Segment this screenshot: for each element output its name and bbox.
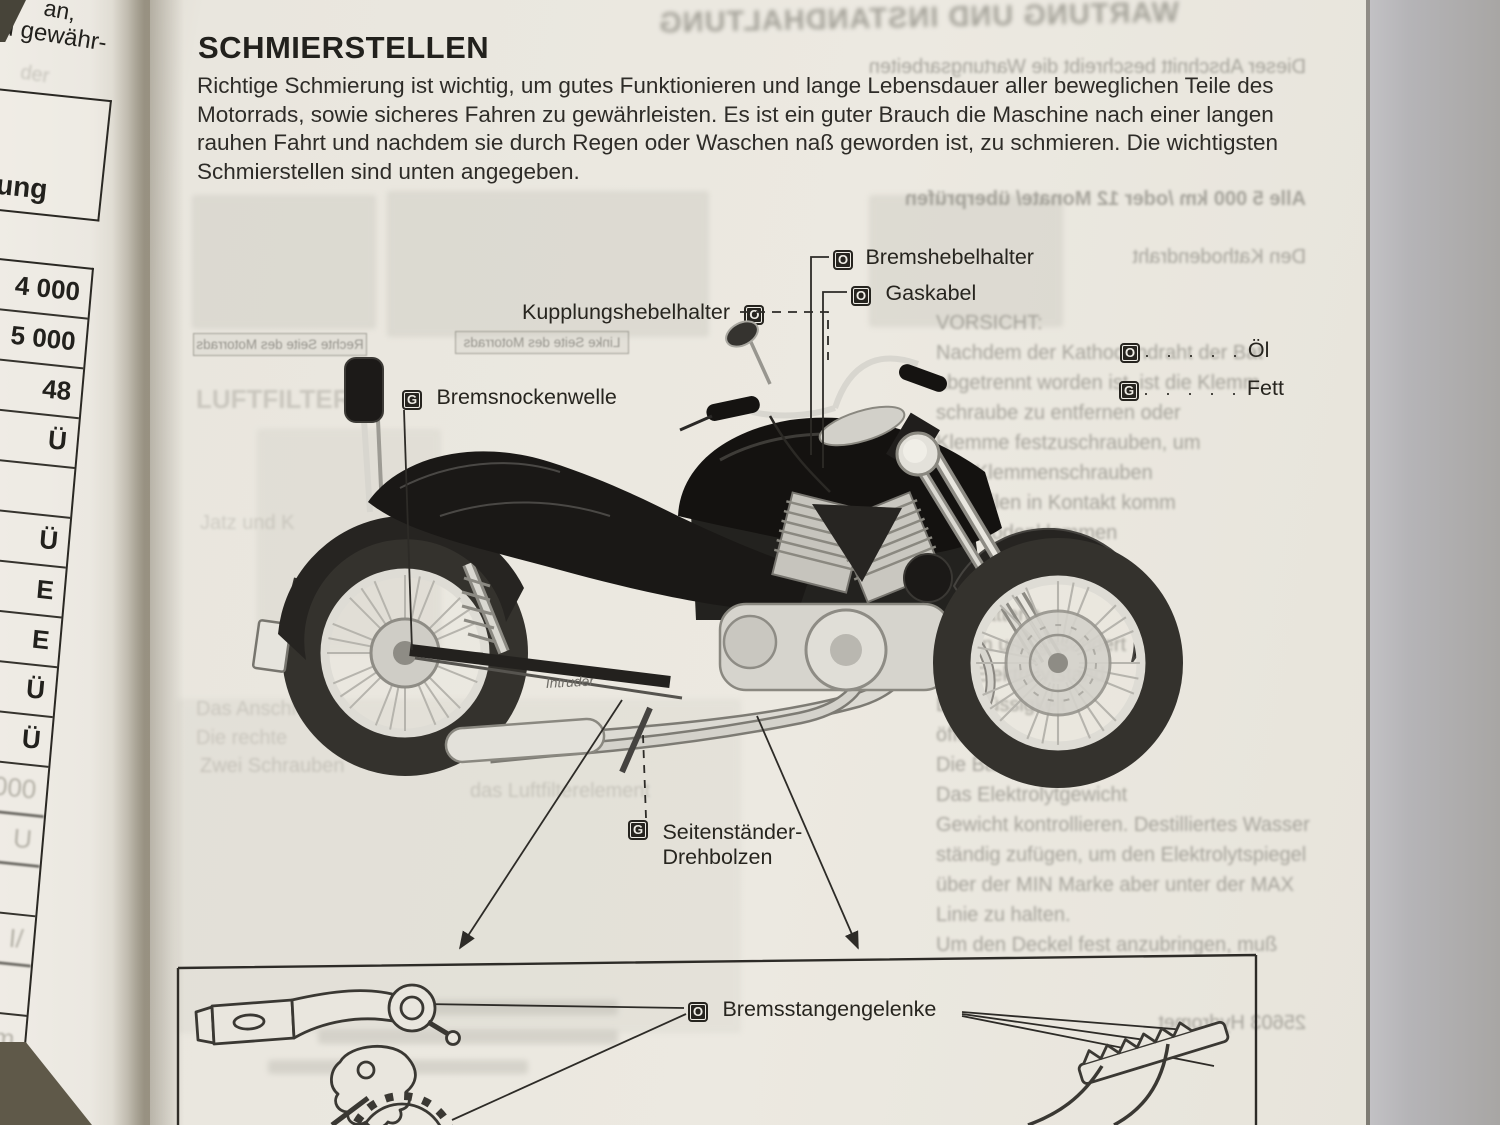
inset-arrow-right bbox=[756, 715, 859, 950]
callout-brake-rod-joints: O Bremsstangengelenke bbox=[688, 997, 936, 1022]
clevis-body bbox=[210, 998, 296, 1046]
serrated-wheel bbox=[362, 1102, 442, 1125]
leader-side-stand bbox=[642, 734, 647, 819]
grease-symbol: G bbox=[628, 820, 648, 840]
callout-side-stand: G Seitenständer- Drehbolzen bbox=[628, 820, 802, 870]
ghost-fragment: Die rechte bbox=[196, 727, 288, 749]
callout-brake-camshaft: G Bremsnockenwelle bbox=[402, 385, 617, 410]
motorcycle-photo: Intruder bbox=[251, 320, 1183, 788]
callout-label: Drehbolzen bbox=[662, 845, 773, 869]
arm-pivot-eye bbox=[387, 983, 437, 1033]
seat-tufting bbox=[399, 462, 611, 517]
callout-clutch-lever: Kupplungshebelhalter O bbox=[522, 300, 765, 325]
swingarm bbox=[409, 644, 671, 688]
handlebar bbox=[679, 355, 947, 493]
leader-clutch-lever bbox=[740, 311, 829, 360]
dot-leader: . . . . . bbox=[1143, 379, 1243, 399]
leader-joint-2 bbox=[451, 1013, 687, 1121]
rear-shock bbox=[461, 561, 510, 655]
prev-page-table-row: 4 000 bbox=[0, 254, 92, 320]
prev-page-header-cell: artung bbox=[0, 84, 112, 222]
oil-symbol: O bbox=[1120, 343, 1140, 363]
engine bbox=[718, 491, 953, 692]
legend-oil: O . . . . . Öl bbox=[1120, 338, 1269, 363]
ghost-fragment: LUFTFILTER bbox=[196, 384, 352, 414]
pedal-arm-1 bbox=[1027, 1065, 1104, 1125]
dot-leader: . . . . . bbox=[1144, 341, 1244, 361]
joint-stub bbox=[426, 1019, 450, 1037]
callout-label: Bremsnockenwelle bbox=[436, 385, 617, 409]
paragraph-line: Richtige Schmierung ist wichtig, um gute… bbox=[197, 73, 1274, 98]
inset-arrow-left bbox=[459, 699, 623, 950]
ghost-bar bbox=[318, 1030, 618, 1044]
headlight-lens bbox=[903, 439, 927, 463]
next-page-edge bbox=[1370, 0, 1500, 1125]
callout-label: Bremshebelhalter bbox=[865, 245, 1034, 269]
intro-paragraph: Richtige Schmierung ist wichtig, um gute… bbox=[197, 72, 1278, 186]
side-stand bbox=[619, 706, 653, 774]
rod-fragment bbox=[330, 1096, 370, 1125]
leader-joint-3 bbox=[961, 1011, 1187, 1031]
intruder-badge: Intruder bbox=[545, 672, 595, 691]
ghost-photo-box bbox=[388, 192, 708, 336]
mirror bbox=[725, 320, 772, 385]
ghost-photo-box bbox=[193, 196, 375, 328]
leader-joint-1 bbox=[423, 1003, 685, 1009]
oil-symbol: O bbox=[688, 1002, 708, 1022]
gutter-shadow bbox=[112, 0, 184, 1125]
page-edge-line bbox=[1366, 0, 1370, 1125]
paragraph-line: rauhen Fahrt und nachdem sie durch Regen… bbox=[197, 130, 1278, 155]
grease-symbol: G bbox=[1119, 381, 1139, 401]
speedo-console bbox=[818, 405, 906, 447]
rear-fender bbox=[278, 515, 524, 660]
ghost-photo-box bbox=[870, 196, 1062, 326]
inset-drawing bbox=[194, 983, 1230, 1125]
brake-arm bbox=[290, 989, 400, 1040]
leader-brake-lever bbox=[810, 256, 829, 455]
sissy-bar bbox=[344, 357, 384, 513]
ghost-fragment: Zwei Schrauben bbox=[200, 755, 345, 777]
callout-throttle-cable: O Gaskabel bbox=[851, 281, 976, 306]
seat bbox=[368, 451, 812, 612]
section-title: SCHMIERSTELLEN bbox=[198, 30, 490, 65]
legend-oil-label: Öl bbox=[1247, 338, 1270, 362]
pedal-arm-2 bbox=[1113, 1043, 1170, 1125]
inset-box bbox=[176, 953, 1258, 1125]
joint-ball bbox=[445, 1030, 461, 1046]
ghost-fragment: Jatz und K bbox=[200, 512, 295, 534]
prev-page-fragment: der bbox=[18, 61, 51, 88]
ghost-fragment: das Luftfilterelement bbox=[470, 780, 651, 802]
leader-brake-camshaft bbox=[403, 409, 413, 651]
arm-pivot-hole bbox=[399, 995, 425, 1021]
brake-rod bbox=[414, 656, 683, 700]
leader-throttle-cable bbox=[822, 291, 847, 468]
prev-page-header-text: artung bbox=[0, 164, 50, 205]
clevis-slot bbox=[232, 1013, 266, 1031]
grease-symbol: G bbox=[402, 390, 422, 410]
callout-label: Gaskabel bbox=[885, 281, 977, 305]
legend-grease: G . . . . . Fett bbox=[1119, 376, 1284, 401]
callout-label: Seitenständer- bbox=[662, 820, 803, 844]
oil-symbol: O bbox=[744, 305, 765, 325]
front-wheel bbox=[933, 538, 1183, 788]
legend-grease-label: Fett bbox=[1246, 376, 1284, 400]
brake-pedal bbox=[1077, 1020, 1230, 1085]
callout-label: Bremsstangengelenke bbox=[722, 997, 937, 1021]
paragraph-line: Schmierstellen sind unten angegeben. bbox=[197, 158, 580, 184]
oil-symbol: O bbox=[833, 250, 853, 270]
cam-hole bbox=[356, 1060, 376, 1080]
paragraph-line: Motorrads, sowie sicheres Fahren zu gewä… bbox=[197, 101, 1274, 127]
callout-label: Kupplungshebelhalter bbox=[522, 300, 730, 324]
oil-symbol: O bbox=[851, 286, 871, 306]
callout-brake-lever: O Bremshebelhalter bbox=[833, 245, 1034, 270]
ghost-fragment: Das Anschl bbox=[196, 698, 297, 720]
